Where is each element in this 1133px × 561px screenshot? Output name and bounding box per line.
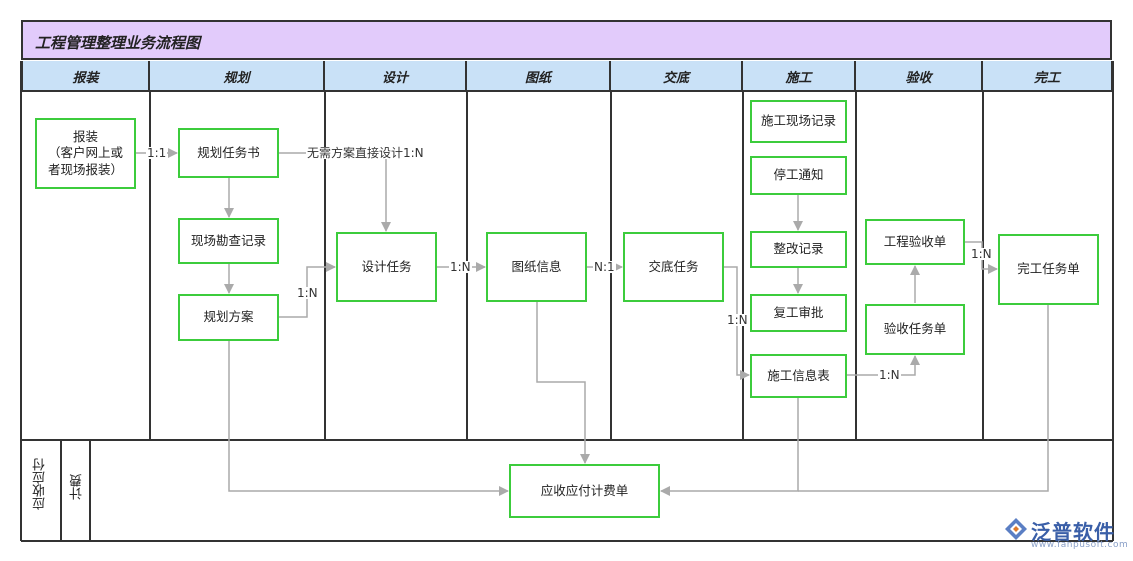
node-baozhuang[interactable]: 报装 （客户网上或 者现场报装） (35, 118, 136, 189)
node-jiaodi-renwu[interactable]: 交底任务 (623, 232, 724, 302)
lane-label: 完工 (1033, 70, 1060, 86)
lane-header-jiaodi: 交底 (611, 61, 743, 91)
edge-label-tz-jd: N:1 (593, 260, 616, 274)
edge-label-sg-ys: 1:N (878, 368, 901, 382)
node-gongcheng-yanshou[interactable]: 工程验收单 (865, 219, 965, 265)
node-fugong-shenpi[interactable]: 复工审批 (750, 294, 847, 332)
diagram-title: 工程管理整理业务流程图 (35, 34, 201, 52)
lane-label: 报装 (72, 70, 99, 86)
lane-header-tuzhi: 图纸 (467, 61, 611, 91)
lane-header-wangong: 完工 (983, 61, 1113, 91)
node-guihua-renwushu[interactable]: 规划任务书 (178, 128, 279, 178)
edge-label-sj-tz: 1:N (449, 260, 472, 274)
node-shigong-xianchang[interactable]: 施工现场记录 (750, 100, 847, 143)
node-tuzhi-xinxi[interactable]: 图纸信息 (486, 232, 587, 302)
node-yingshou-jifei[interactable]: 应收应付计费单 (509, 464, 660, 518)
edge-label-jd-sg: 1:N (726, 313, 749, 327)
node-wangong-renwu[interactable]: 完工任务单 (998, 234, 1099, 305)
lane-label: 交底 (662, 70, 689, 86)
diagram-title-bar: 工程管理整理业务流程图 (21, 20, 1112, 60)
lane-label: 验收 (905, 70, 932, 86)
node-guihua-fangan[interactable]: 规划方案 (178, 294, 279, 341)
logo-url: www.fanpusoft.com (1031, 540, 1129, 550)
edge-label-bz-gh: 1:1 (146, 146, 168, 160)
sublane-label-jifei: 计费 (70, 474, 85, 500)
pool-label-yingshou: 应收应付 (33, 458, 48, 510)
node-zhenggai-jilu[interactable]: 整改记录 (750, 231, 847, 268)
lane-label: 设计 (381, 70, 408, 86)
lane-header-shigong: 施工 (743, 61, 856, 91)
edge-label-ys-wg: 1:N (970, 247, 993, 261)
edge-label-direct-design: 无需方案直接设计1:N (306, 146, 425, 160)
lane-header-baozhuang: 报装 (21, 61, 150, 91)
node-xianchang-kancha[interactable]: 现场勘查记录 (178, 218, 279, 264)
lane-label: 施工 (785, 70, 812, 86)
logo-mark-icon (1005, 518, 1027, 540)
lane-header-guihua: 规划 (150, 61, 325, 91)
logo-text: 泛普软件 (1031, 520, 1115, 544)
edge-label-fa-sj: 1:N (296, 286, 319, 300)
lane-label: 图纸 (524, 70, 551, 86)
node-yanshou-renwu[interactable]: 验收任务单 (865, 304, 965, 355)
node-sheji-renwu[interactable]: 设计任务 (336, 232, 437, 302)
lane-header-yanshou: 验收 (856, 61, 983, 91)
lane-header-sheji: 设计 (325, 61, 467, 91)
lane-label: 规划 (223, 70, 250, 86)
node-tinggong-tongzhi[interactable]: 停工通知 (750, 156, 847, 195)
brand-logo: 泛普软件 www.fanpusoft.com (1003, 514, 1128, 558)
node-shigong-xinxi[interactable]: 施工信息表 (750, 354, 847, 398)
